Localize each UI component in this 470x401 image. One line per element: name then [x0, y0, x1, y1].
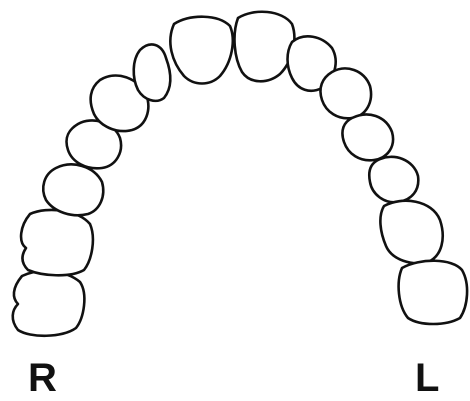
- tooth-left-premolar-2: [380, 201, 442, 263]
- tooth-left-molar-1: [399, 261, 467, 324]
- tooth-right-canine: [134, 44, 171, 100]
- tooth-right-molar-1: [43, 164, 103, 215]
- tooth-right-lateral-incisor: [170, 17, 232, 84]
- tooth-left-canine: [342, 114, 393, 160]
- tooth-right-molar-2: [21, 210, 93, 275]
- left-side-label: L: [415, 358, 439, 398]
- tooth-right-molar-3: [13, 271, 85, 336]
- tooth-left-premolar-1: [369, 157, 418, 202]
- tooth-right-central-incisor: [235, 12, 295, 82]
- right-side-label: R: [28, 358, 57, 398]
- tooth-left-lateral-incisor: [320, 68, 371, 118]
